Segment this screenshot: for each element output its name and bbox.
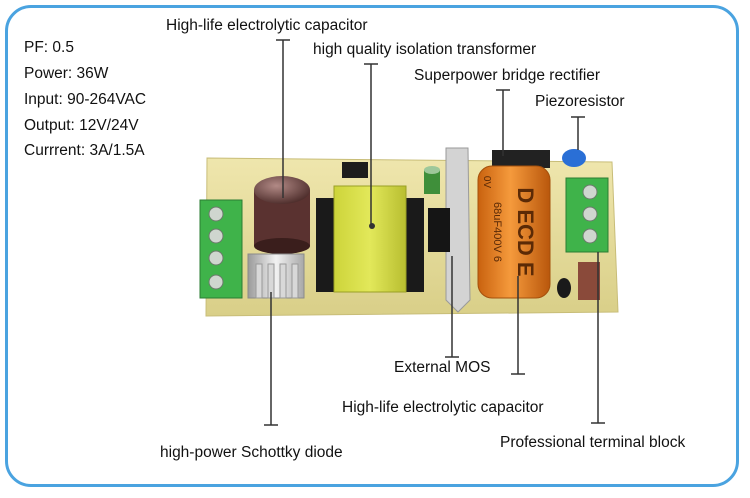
spec-output: Output: 12V/24V bbox=[24, 117, 139, 134]
input-terminal-block bbox=[199, 199, 243, 299]
callout-transformer: high quality isolation transformer bbox=[313, 41, 537, 58]
callout-capacitor-top: High-life electrolytic capacitor bbox=[166, 17, 368, 34]
small-diode bbox=[557, 278, 571, 298]
control-ic bbox=[342, 162, 368, 178]
resistor-block bbox=[578, 262, 600, 300]
electrolytic-capacitor-small bbox=[254, 176, 310, 254]
isolation-transformer bbox=[316, 185, 424, 293]
callout-external-mos: External MOS bbox=[394, 359, 491, 376]
spec-power: Power: 36W bbox=[24, 65, 109, 82]
spec-input: Input: 90-264VAC bbox=[24, 91, 147, 108]
capacitor-print-voltage: 0V bbox=[481, 176, 492, 189]
schottky-diode-heatsink bbox=[247, 253, 305, 299]
electrolytic-capacitor-large: D ECD E 68uF400V 6 0V bbox=[477, 165, 551, 299]
callout-lines bbox=[264, 39, 605, 426]
small-green-capacitor bbox=[424, 166, 440, 194]
callout-capacitor-bottom: High-life electrolytic capacitor bbox=[342, 399, 544, 416]
callout-terminal-block: Professional terminal block bbox=[500, 434, 686, 451]
callout-piezoresistor: Piezoresistor bbox=[535, 93, 625, 110]
callout-rectifier: Superpower bridge rectifier bbox=[414, 67, 601, 84]
capacitor-print-brand: D ECD E bbox=[513, 187, 538, 276]
spec-pf: PF: 0.5 bbox=[24, 39, 74, 56]
bridge-rectifier bbox=[492, 150, 550, 168]
callout-schottky-diode: high-power Schottky diode bbox=[160, 444, 343, 461]
output-terminal-block bbox=[565, 177, 609, 253]
piezoresistor-part bbox=[562, 149, 586, 167]
spec-current: Currrent: 3A/1.5A bbox=[24, 142, 145, 159]
capacitor-print-rating: 68uF400V 6 bbox=[491, 202, 503, 262]
